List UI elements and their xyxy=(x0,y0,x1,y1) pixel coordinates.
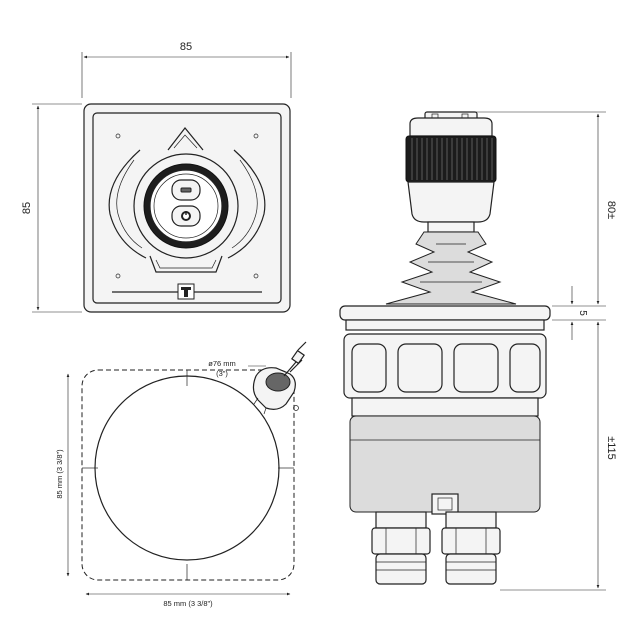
right-bottom-label: ±115 xyxy=(605,436,617,460)
screw xyxy=(253,133,259,139)
rubber-boot xyxy=(385,231,517,305)
left-height-dimension: 85 xyxy=(21,103,82,313)
cutout-diameter-label: ø76 mm xyxy=(208,359,236,368)
right-wing xyxy=(227,149,266,259)
screw xyxy=(115,273,121,279)
power-icon xyxy=(181,211,191,221)
top-chevron xyxy=(167,127,204,151)
mounting-flange xyxy=(339,305,551,321)
left-height-label: 85 xyxy=(21,202,33,214)
right-cable-gland xyxy=(441,511,501,585)
bottom-bracket xyxy=(149,255,223,273)
panel-inner xyxy=(92,112,282,304)
knurled-grip xyxy=(405,135,497,183)
cutout-width-label: 85 mm (3 3/8") xyxy=(163,599,213,608)
right-top-label: 80± xyxy=(605,201,617,219)
brand-logo-icon xyxy=(177,283,195,300)
right-gap-label: 5 xyxy=(577,310,588,316)
side-view: 80± 5 ±115 xyxy=(339,111,617,591)
top-width-dimension: 85 xyxy=(81,41,292,98)
cutout-outline xyxy=(81,369,295,581)
cutout-circle xyxy=(94,375,280,561)
cutout-diameter-inch-label: (3") xyxy=(216,369,228,378)
switch-sketch xyxy=(248,341,307,415)
left-cable-gland xyxy=(371,511,431,585)
screw xyxy=(115,133,121,139)
top-width-label: 85 xyxy=(180,41,192,53)
cutout-height-label: 85 mm (3 3/8") xyxy=(55,449,64,499)
left-wing xyxy=(108,149,147,259)
right-dimensions: 80± 5 ±115 xyxy=(470,111,617,591)
housing-body xyxy=(351,397,539,417)
cutout-template: 85 mm (3 3/8") 85 mm (3 3/8") ø76 mm (3"… xyxy=(55,341,307,608)
front-view: 85 85 xyxy=(21,41,292,313)
screw xyxy=(253,273,259,279)
